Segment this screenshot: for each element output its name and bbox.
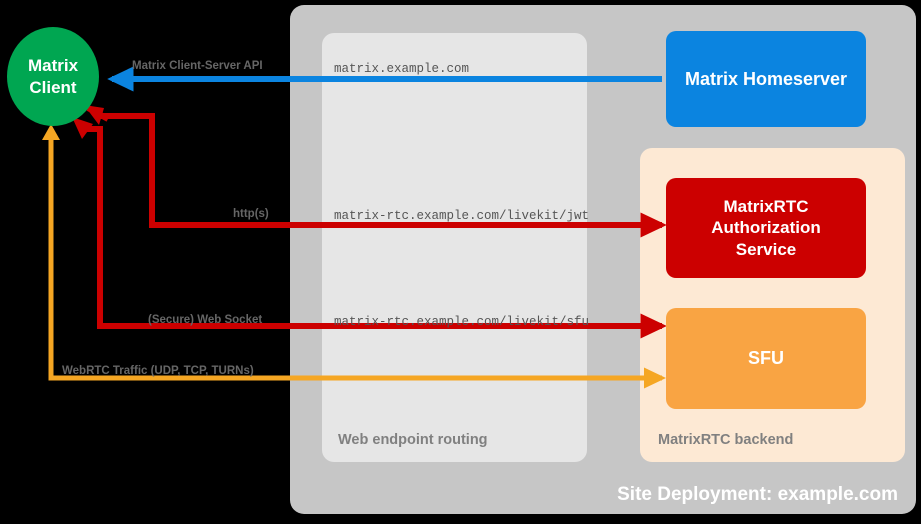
node-matrix-homeserver[interactable]: Matrix Homeserver	[666, 31, 866, 127]
edge-label-webrtc: WebRTC Traffic (UDP, TCP, TURNs)	[62, 365, 254, 377]
node-auth-service-label-line1: MatrixRTC	[723, 197, 809, 217]
node-auth-service-label-line2: Authorization	[711, 218, 821, 238]
node-matrix-client-label-line2: Client	[29, 77, 77, 97]
group-matrixrtc-backend-label: MatrixRTC backend	[658, 432, 794, 448]
node-matrix-client-label-line1: Matrix	[27, 56, 79, 76]
endpoint-label-jwt-domain: matrix-rtc.example.com/livekit/jwt	[334, 209, 590, 223]
endpoint-label-sfu-domain: matrix-rtc.example.com/livekit/sfu	[334, 315, 590, 329]
node-sfu-label: SFU	[748, 348, 784, 369]
node-auth-service-label-line3: Service	[735, 239, 797, 259]
edge-label-cs-api: Matrix Client-Server API	[132, 60, 263, 72]
node-matrixrtc-authorization-service[interactable]: MatrixRTC Authorization Service	[666, 178, 866, 278]
group-web-endpoint-routing: Web endpoint routing	[322, 33, 587, 462]
edge-label-https: http(s)	[233, 208, 269, 220]
node-matrix-client[interactable]: Matrix Client	[7, 27, 99, 126]
endpoint-label-matrix-domain: matrix.example.com	[334, 62, 470, 76]
site-deployment-label: Site Deployment: example.com	[617, 484, 898, 505]
group-web-endpoint-routing-label: Web endpoint routing	[338, 432, 488, 448]
node-sfu[interactable]: SFU	[666, 308, 866, 409]
node-matrix-homeserver-label: Matrix Homeserver	[684, 68, 848, 89]
edge-label-websocket: (Secure) Web Socket	[148, 314, 263, 326]
